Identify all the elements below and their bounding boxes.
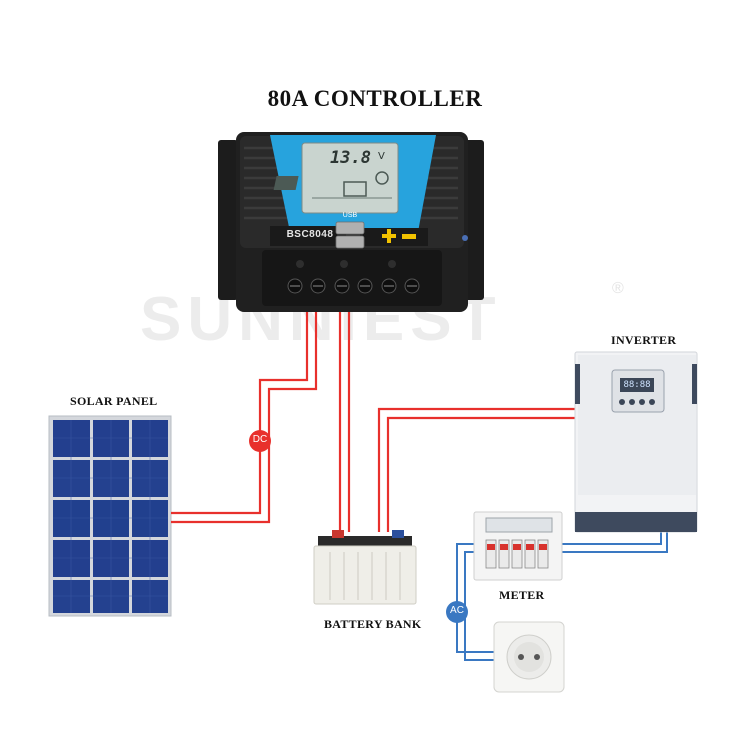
inverter-display-text: 88:88: [623, 380, 651, 390]
dc-wires: [171, 308, 581, 532]
usb-label: USB: [342, 212, 358, 219]
dc-badge: [249, 430, 271, 452]
minus-button-icon: [402, 234, 416, 239]
battery-positive-terminal: [332, 530, 344, 538]
meter-display: [485, 517, 553, 533]
meter-label: METER: [499, 588, 545, 602]
lcd-battery-icon: [343, 181, 367, 197]
usb-port-2: [335, 235, 365, 249]
ac-badge: [446, 601, 468, 623]
controller-model-label: BSC8048: [286, 229, 334, 240]
lcd-bulb-icon: [375, 171, 389, 185]
dc-badge-text: DC: [252, 434, 268, 445]
diagram-title: 80A CONTROLLER: [267, 86, 483, 111]
usb-port-1: [335, 221, 365, 235]
inverter-label: INVERTER: [611, 333, 677, 347]
watermark-registered-mark: ®: [612, 280, 624, 297]
inverter: [574, 351, 698, 533]
lcd-voltage-unit: V: [378, 151, 385, 162]
plus-button-icon: [382, 229, 396, 243]
meter-box: [473, 511, 563, 581]
breaker-switches: [485, 539, 549, 569]
solar-panel-label: SOLAR PANEL: [70, 394, 158, 408]
solar-panel: [48, 415, 172, 617]
wall-socket: [493, 621, 565, 693]
charge-controller: [218, 132, 484, 312]
controller-lcd: [301, 142, 399, 214]
lcd-solar-icon: [273, 176, 299, 190]
lcd-voltage-reading: 13.8: [330, 148, 371, 168]
inverter-display: [620, 378, 654, 392]
battery-negative-terminal: [392, 530, 404, 538]
ac-badge-text: AC: [450, 605, 464, 616]
battery-bank: [313, 530, 417, 605]
battery-bank-label: BATTERY BANK: [324, 617, 422, 631]
inverter-buttons: [619, 399, 655, 405]
solar-panel-cells: [53, 420, 168, 613]
